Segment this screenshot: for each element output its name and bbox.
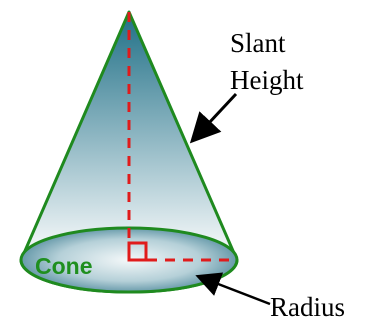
slant-height-label: Slant Height [230, 30, 304, 94]
radius-label: Radius [270, 292, 346, 322]
right-angle-marker [127, 241, 148, 262]
shape-name-label: Cone [35, 253, 93, 279]
radius-arrow [195, 272, 271, 306]
slant-height-arrow [189, 92, 238, 144]
slant-height-label-line2: Height [230, 65, 304, 95]
slant-height-label-line1: Slant [230, 28, 286, 58]
